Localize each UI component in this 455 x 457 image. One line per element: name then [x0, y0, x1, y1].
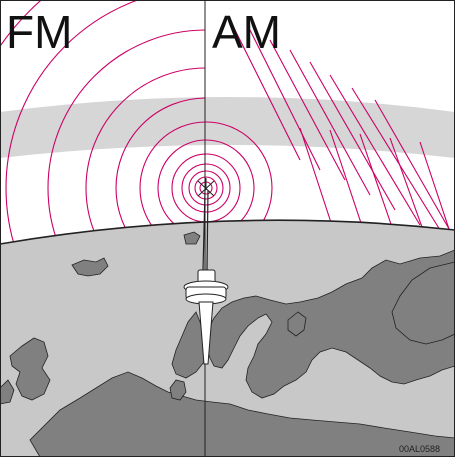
mainland-europe	[205, 249, 455, 399]
am-skywave-line	[229, 19, 301, 161]
fm-wave-ring	[139, 121, 205, 252]
fm-wave-ring	[85, 67, 205, 252]
fm-label: FM	[6, 6, 72, 58]
island-north	[183, 231, 201, 245]
fm-wave-ring	[188, 170, 205, 206]
am-label: AM	[212, 6, 281, 58]
fm-waves	[0, 0, 205, 252]
am-wave-ring	[205, 176, 218, 200]
fm-wave-ring	[47, 29, 205, 252]
am-skywave-line	[269, 39, 346, 181]
continent-south	[29, 371, 455, 457]
am-wave-ring	[205, 163, 231, 213]
fm-wave-ring	[157, 139, 205, 237]
am-waves	[205, 19, 455, 267]
russia-east	[391, 261, 455, 345]
land-masses	[0, 231, 455, 457]
ionosphere-layer	[0, 97, 455, 158]
fm-wave-ring	[181, 163, 205, 213]
am-skywave-line	[289, 49, 371, 196]
british-isles	[9, 337, 51, 401]
fm-wave-ring	[115, 97, 205, 252]
am-skywave-line	[374, 99, 455, 241]
fm-wave-ring	[171, 153, 205, 223]
am-skywave-line	[249, 29, 321, 171]
fm-wave-ring	[199, 181, 205, 195]
am-wave-ring	[205, 170, 224, 206]
earth-horizon	[0, 219, 455, 245]
fm-wave-ring	[5, 0, 140, 252]
am-skywave-line	[329, 74, 421, 226]
fm-wave-ring	[194, 176, 205, 200]
radio-tower-icon	[183, 178, 229, 365]
island-west	[71, 257, 109, 277]
denmark	[169, 379, 187, 401]
finland-lakes	[287, 311, 307, 337]
am-skywave-line	[309, 61, 396, 211]
ireland	[0, 379, 15, 405]
figure-code: 00AL0588	[399, 444, 440, 454]
